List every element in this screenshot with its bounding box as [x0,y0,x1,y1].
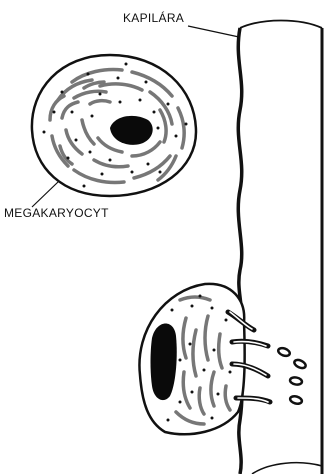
megakaryocyte-label-leader [32,182,58,207]
capillary-bottom-edge [252,463,322,474]
capillary-label: KAPILÁRA [123,11,184,25]
capillary-top-opening [240,21,322,29]
platelet [289,395,302,405]
capillary-label-leader [188,26,239,37]
megakaryocyte-lower [139,284,270,434]
megakaryocyte-label: MEGAKARYOCYT [4,206,109,220]
released-platelets [277,347,307,405]
platelet [293,358,307,369]
platelet [277,347,291,358]
platelet [289,377,302,386]
megakaryocyte-upper [32,55,196,207]
